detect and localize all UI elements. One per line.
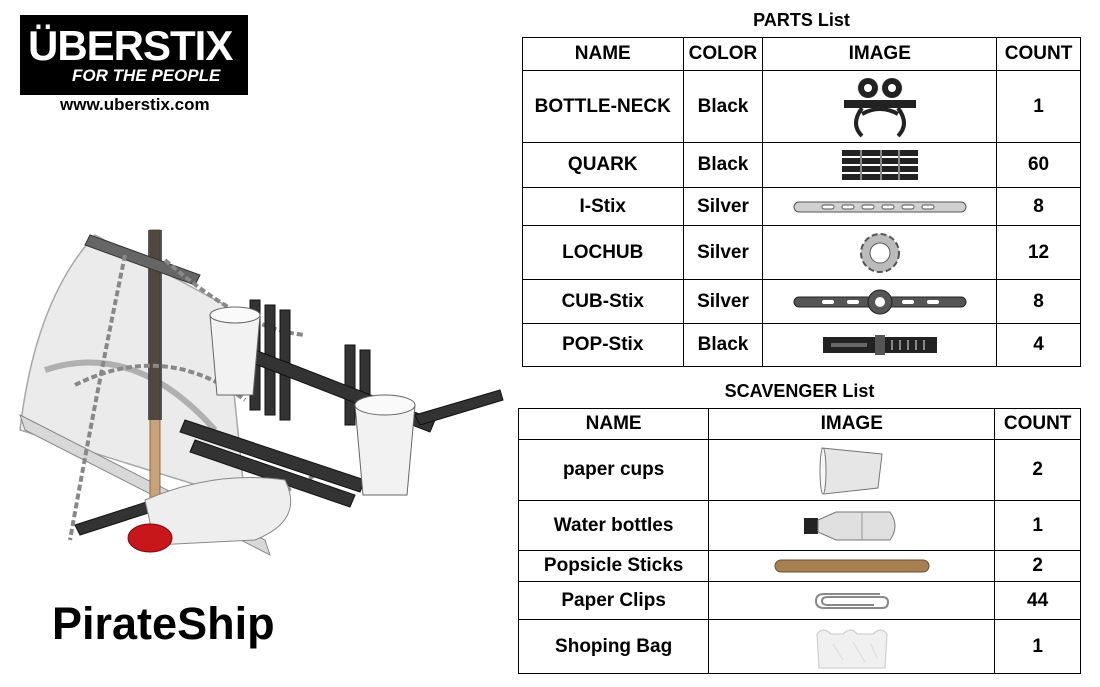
part-image-cell [762, 323, 998, 367]
table-row: Paper Clips 44 [517, 581, 1081, 620]
scavenger-image-cell [708, 581, 996, 620]
pirate-ship-model-illustration [19, 229, 504, 557]
scavenger-col-image: IMAGE [708, 408, 996, 440]
logo-url: www.uberstix.com [60, 95, 210, 114]
parts-col-name: NAME [522, 37, 684, 71]
bottle-neck-part-icon [843, 77, 916, 137]
cub-stix-part-icon [793, 289, 967, 314]
scavenger-name: Paper Clips [517, 581, 710, 620]
part-color: Silver [682, 187, 764, 226]
i-stix-part-icon [793, 201, 967, 212]
part-color: Black [682, 70, 764, 143]
logo-background [20, 15, 248, 95]
parts-header-row: NAME COLOR IMAGE COUNT [522, 37, 1081, 71]
paper-clip-icon [814, 592, 889, 609]
uberstix-logo: ÜBERSTIX FOR THE PEOPLE www.uberstix.com [20, 15, 248, 115]
table-row: QUARK Black 60 [522, 142, 1081, 188]
part-name: BOTTLE-NECK [522, 70, 684, 143]
table-row: BOTTLE-NECK Black 1 [522, 70, 1081, 143]
popsicle-stick-icon [774, 559, 930, 573]
part-name: POP-Stix [522, 323, 684, 367]
part-image-cell [762, 225, 998, 280]
part-name: I-Stix [522, 187, 684, 226]
part-color: Black [682, 142, 764, 188]
table-row: paper cups 2 [517, 439, 1081, 501]
table-row: LOCHUB Silver 12 [522, 225, 1081, 280]
scavenger-count: 1 [994, 500, 1081, 551]
scavenger-list-heading: SCAVENGER List [724, 381, 875, 401]
quark-part-icon [841, 150, 918, 180]
paper-cup-icon [819, 447, 883, 495]
scavenger-name: paper cups [517, 439, 710, 501]
scavenger-name: Shoping Bag [517, 619, 710, 674]
part-count: 8 [996, 187, 1081, 226]
table-row: CUB-Stix Silver 8 [522, 279, 1081, 324]
scavenger-count: 44 [994, 581, 1081, 620]
page-title: PirateShip [52, 598, 275, 649]
part-name: LOCHUB [522, 225, 684, 280]
part-name: CUB-Stix [522, 279, 684, 324]
part-count: 8 [996, 279, 1081, 324]
table-row: POP-Stix Black 4 [522, 323, 1081, 367]
part-color: Silver [682, 225, 764, 280]
part-image-cell [762, 142, 998, 188]
table-row: Water bottles 1 [517, 500, 1081, 551]
lochub-part-icon [859, 232, 900, 273]
shopping-bag-icon [816, 629, 888, 668]
table-row: Popsicle Sticks 2 [517, 550, 1081, 582]
scavenger-table: NAME IMAGE COUNT paper cups 2 Water bott… [517, 408, 1081, 674]
table-row: I-Stix Silver 8 [522, 187, 1081, 226]
water-bottle-icon [803, 511, 896, 540]
scavenger-header-row: NAME IMAGE COUNT [517, 408, 1081, 440]
parts-list-heading: PARTS List [753, 10, 850, 30]
part-color: Black [682, 323, 764, 367]
scavenger-image-cell [708, 500, 996, 551]
scavenger-count: 2 [994, 550, 1081, 582]
scavenger-count: 1 [994, 619, 1081, 674]
scavenger-col-name: NAME [517, 408, 710, 440]
part-image-cell [762, 187, 998, 226]
scavenger-count: 2 [994, 439, 1081, 501]
part-count: 4 [996, 323, 1081, 367]
parts-col-color: COLOR [682, 37, 764, 71]
scavenger-image-cell [708, 550, 996, 582]
scavenger-name: Popsicle Sticks [517, 550, 710, 582]
part-count: 12 [996, 225, 1081, 280]
scavenger-image-cell [708, 439, 996, 501]
pop-stix-part-icon [822, 335, 937, 355]
scavenger-col-count: COUNT [994, 408, 1081, 440]
part-image-cell [762, 70, 998, 143]
part-name: QUARK [522, 142, 684, 188]
logo-brand-text: ÜBERSTIX [28, 22, 233, 69]
parts-table: NAME COLOR IMAGE COUNT BOTTLE-NECK Black… [522, 37, 1081, 367]
part-color: Silver [682, 279, 764, 324]
logo-tagline: FOR THE PEOPLE [72, 66, 221, 85]
part-count: 60 [996, 142, 1081, 188]
part-count: 1 [996, 70, 1081, 143]
table-row: Shoping Bag 1 [517, 619, 1081, 674]
part-image-cell [762, 279, 998, 324]
scavenger-name: Water bottles [517, 500, 710, 551]
parts-col-image: IMAGE [762, 37, 998, 71]
scavenger-image-cell [708, 619, 996, 674]
parts-col-count: COUNT [996, 37, 1081, 71]
